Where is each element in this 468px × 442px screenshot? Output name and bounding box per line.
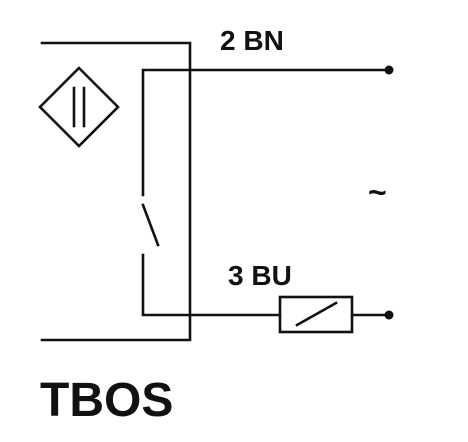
switch-contact bbox=[141, 203, 160, 247]
inductive-sensor-icon bbox=[38, 66, 120, 148]
wire-top-label: 2 BN bbox=[220, 25, 284, 56]
wire-brown bbox=[141, 65, 394, 197]
terminal-top bbox=[384, 65, 394, 75]
sensor-housing bbox=[40, 41, 192, 342]
wire-bottom-label: 3 BU bbox=[228, 260, 292, 291]
model-name: TBOS bbox=[40, 374, 173, 427]
supply-symbol: ~ bbox=[368, 174, 387, 210]
wire-blue bbox=[141, 253, 394, 334]
terminal-bottom bbox=[384, 310, 394, 320]
load-resistor-slash bbox=[295, 301, 338, 327]
